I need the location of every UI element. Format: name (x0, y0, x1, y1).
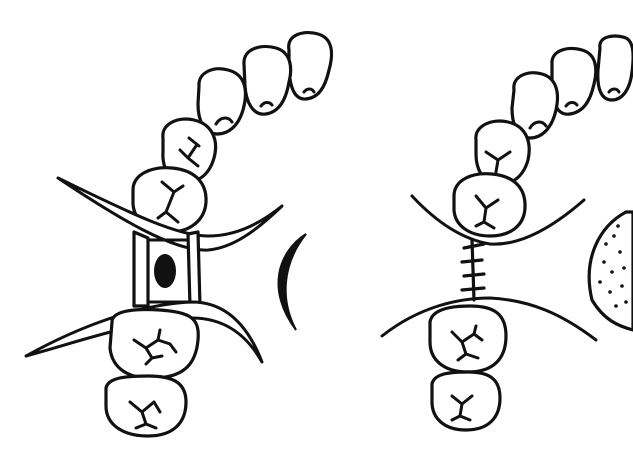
right-incisor-4 (598, 36, 633, 100)
left-oval-pontic (154, 254, 176, 288)
right-premolar (454, 174, 525, 236)
right-molar-2 (432, 372, 500, 430)
left-molar-1 (110, 310, 198, 379)
right-molar-1 (430, 306, 506, 372)
left-molar-2 (106, 376, 186, 436)
